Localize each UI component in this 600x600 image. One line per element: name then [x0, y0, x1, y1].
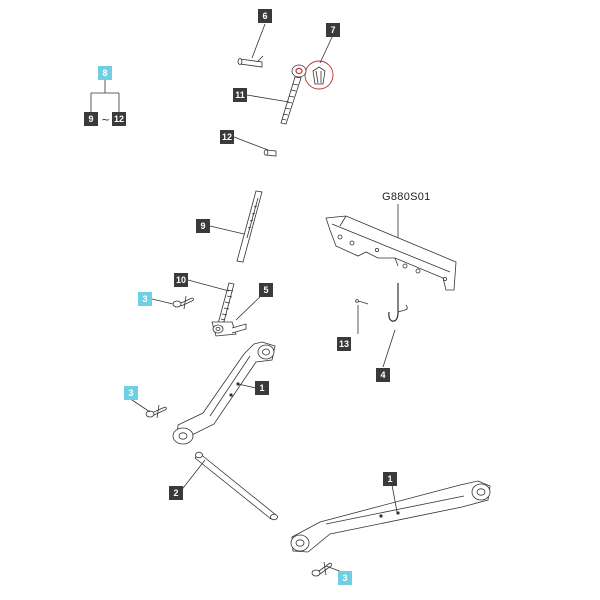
linch-pin-top	[172, 295, 194, 310]
callout-12[interactable]: 12	[220, 130, 234, 144]
hook	[388, 283, 408, 322]
lift-arm-upper	[172, 341, 276, 445]
callout-1-upper[interactable]: 1	[255, 381, 269, 395]
rod-eye-end	[291, 64, 307, 78]
adjuster-tube	[236, 190, 263, 263]
linch-pin-bottom	[311, 561, 333, 577]
callout-9[interactable]: 9	[196, 219, 210, 233]
cross-shaft	[194, 451, 278, 521]
callout-3-middle[interactable]: 3	[124, 386, 138, 400]
group-callout-12[interactable]: 12	[112, 112, 126, 126]
group-callout-9[interactable]: 9	[84, 112, 98, 126]
callout-3-bottom[interactable]: 3	[338, 571, 352, 585]
group-bracket	[90, 80, 120, 112]
callout-13[interactable]: 13	[337, 337, 351, 351]
threaded-rod	[280, 76, 302, 125]
lower-clevis	[211, 321, 247, 337]
group-callout-8[interactable]: 8	[98, 66, 112, 80]
callout-3-top[interactable]: 3	[138, 292, 152, 306]
callout-2[interactable]: 2	[169, 486, 183, 500]
callout-7[interactable]: 7	[326, 23, 340, 37]
callout-6[interactable]: 6	[258, 9, 272, 23]
mounting-bracket	[325, 215, 457, 291]
callout-5[interactable]: 5	[259, 283, 273, 297]
lock-clip	[304, 60, 334, 90]
clevis-pin	[237, 55, 264, 68]
linch-pin-middle	[145, 404, 167, 419]
sleeve-nut	[263, 149, 277, 157]
assembly-reference-code: G880S01	[382, 191, 431, 203]
range-tilde: ~	[101, 113, 111, 126]
lower-threaded-rod	[217, 282, 235, 326]
small-pin	[355, 299, 369, 305]
callout-4[interactable]: 4	[376, 368, 390, 382]
callout-10[interactable]: 10	[174, 273, 188, 287]
callout-1-lower[interactable]: 1	[383, 472, 397, 486]
lift-arm-lower	[290, 480, 491, 553]
callout-11[interactable]: 11	[233, 88, 247, 102]
